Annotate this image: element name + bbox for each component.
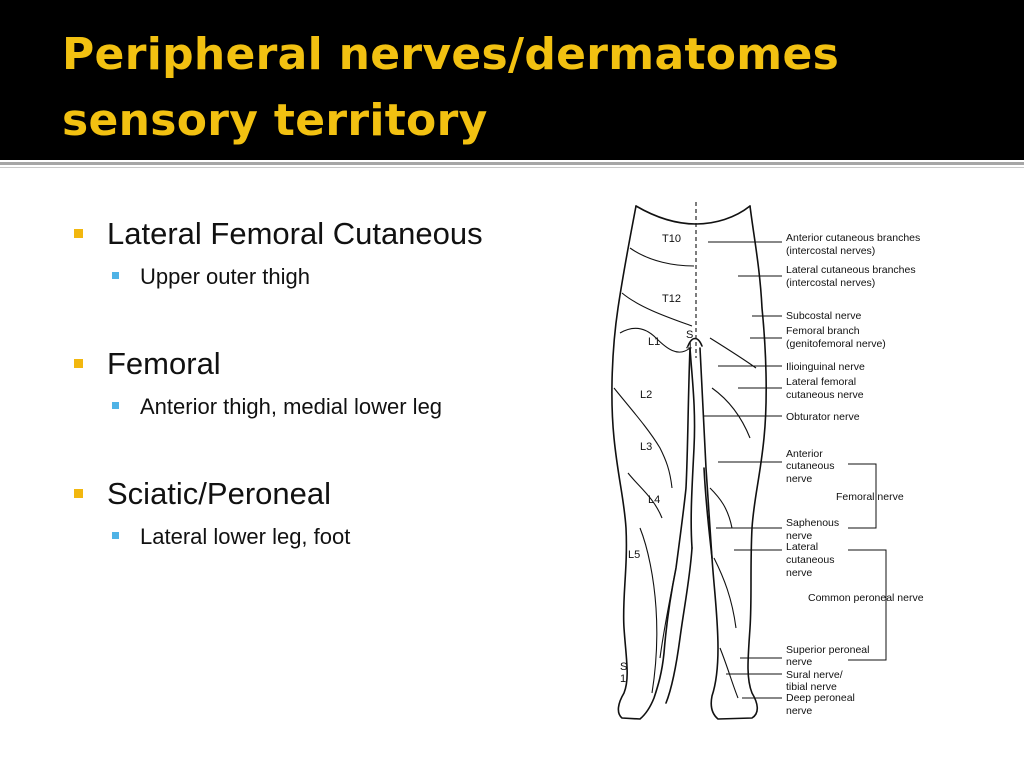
label-s1-num: 1 [620, 673, 626, 685]
label-saphenous: Saphenous [786, 517, 839, 529]
slide-title: Peripheral nerves/dermatomes sensory ter… [62, 22, 1002, 154]
square-bullet-icon [112, 402, 119, 409]
label-l3: L3 [640, 441, 652, 453]
label-lateral-nerve: nerve [786, 567, 812, 579]
label-lateral: Lateral [786, 541, 818, 553]
square-bullet-icon [112, 532, 119, 539]
label-lateral-femoral: Lateral femoral [786, 376, 856, 388]
label-femoral-nerve: Femoral nerve [836, 491, 904, 503]
label-s4-s: S [686, 329, 693, 341]
label-s4-num: 4 [686, 341, 692, 353]
label-t12: T12 [662, 293, 681, 305]
label-lateral-femoral-sub: cutaneous nerve [786, 389, 864, 401]
label-tibial-nerve: tibial nerve [786, 681, 837, 693]
label-superior-peroneal-nerve: nerve [786, 656, 812, 668]
sub-bullet-label: Anterior thigh, medial lower leg [140, 394, 443, 419]
sub-bullet-item: Upper outer thigh [72, 258, 592, 298]
label-superior-peroneal: Superior peroneal [786, 644, 869, 656]
label-l4: L4 [648, 494, 660, 506]
label-t10: T10 [662, 233, 681, 245]
label-anterior-cutaneous-branches-sub: (intercostal nerves) [786, 245, 875, 257]
segment-labels: T10 T12 L1 S 4 L2 L3 L4 L5 S 1 [620, 233, 693, 685]
label-saphenous-nerve: nerve [786, 530, 812, 542]
bullet-label: Lateral Femoral Cutaneous [107, 216, 483, 251]
square-bullet-icon [112, 272, 119, 279]
bullet-label: Femoral [107, 346, 221, 381]
square-bullet-icon [74, 489, 83, 498]
legs-outline [611, 205, 767, 720]
slide-title-line-1: Peripheral nerves/dermatomes [62, 29, 840, 80]
label-subcostal-nerve: Subcostal nerve [786, 310, 861, 322]
leader-lines [704, 241, 887, 699]
title-bar: Peripheral nerves/dermatomes sensory ter… [0, 0, 1024, 160]
bullet-item: Sciatic/Peroneal [72, 470, 592, 518]
label-sural-nerve: Sural nerve/ [786, 669, 843, 681]
square-bullet-icon [74, 229, 83, 238]
label-obturator-nerve: Obturator nerve [786, 411, 860, 423]
label-ilioinguinal-nerve: Ilioinguinal nerve [786, 361, 865, 373]
label-lateral-cutaneous-branches-sub: (intercostal nerves) [786, 277, 875, 289]
sub-bullet-item: Anterior thigh, medial lower leg [72, 388, 592, 428]
label-deep-peroneal-nerve: nerve [786, 705, 812, 717]
left-leg-outline [611, 205, 691, 720]
dermatome-boundaries [613, 202, 757, 699]
slide-title-line-2: sensory territory [62, 95, 488, 146]
bullet-label: Sciatic/Peroneal [107, 476, 332, 511]
label-lateral-cutaneous: cutaneous [786, 554, 834, 566]
label-anterior-nerve: nerve [786, 473, 812, 485]
label-l2: L2 [640, 389, 652, 401]
label-anterior-cutaneous: cutaneous [786, 460, 834, 472]
label-femoral-branch: Femoral branch [786, 325, 860, 337]
nerve-labels: Anterior cutaneous branches (intercostal… [786, 232, 924, 717]
label-l5: L5 [628, 549, 640, 561]
bullet-item: Femoral [72, 340, 592, 388]
title-divider [0, 162, 1024, 165]
label-lateral-cutaneous-branches: Lateral cutaneous branches [786, 264, 916, 276]
label-anterior-cutaneous-branches: Anterior cutaneous branches [786, 232, 920, 244]
dermatome-diagram: T10 T12 L1 S 4 L2 L3 L4 L5 S 1 Anterior … [611, 202, 924, 720]
title-divider-thin [0, 167, 1024, 168]
sub-bullet-label: Lateral lower leg, foot [140, 524, 351, 549]
label-femoral-branch-sub: (genitofemoral nerve) [786, 338, 886, 350]
bullet-item: Lateral Femoral Cutaneous [72, 210, 592, 258]
label-common-peroneal-nerve: Common peroneal nerve [808, 592, 924, 604]
label-s1-s: S [620, 661, 627, 673]
label-deep-peroneal: Deep peroneal [786, 692, 855, 704]
label-l1: L1 [648, 336, 660, 348]
sub-bullet-item: Lateral lower leg, foot [72, 518, 592, 558]
label-anterior: Anterior [786, 448, 823, 460]
sub-bullet-label: Upper outer thigh [140, 264, 310, 289]
bullet-list: Lateral Femoral Cutaneous Upper outer th… [72, 210, 592, 600]
square-bullet-icon [74, 359, 83, 368]
